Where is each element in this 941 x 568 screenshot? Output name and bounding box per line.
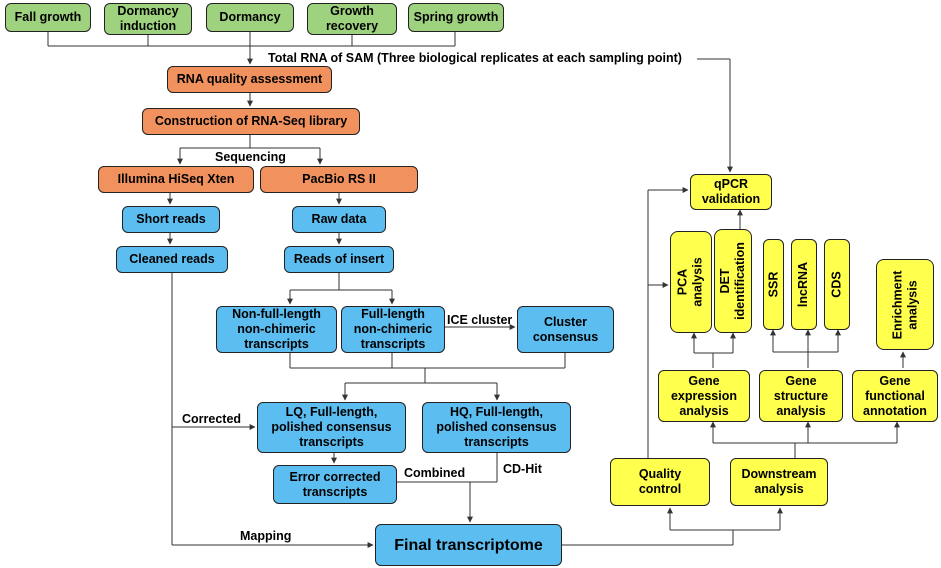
hq-transcripts[interactable]: HQ, Full-length, polished consensus tran…	[422, 402, 571, 453]
corrected-label: Corrected	[182, 412, 242, 426]
non-full-length-transcripts[interactable]: Non-full-length non-chimeric transcripts	[216, 306, 337, 353]
stage-spring-growth[interactable]: Spring growth	[408, 3, 504, 32]
rna-quality-assessment[interactable]: RNA quality assessment	[167, 66, 332, 93]
gene-expression-analysis[interactable]: Gene expression analysis	[658, 370, 750, 422]
quality-control[interactable]: Quality control	[610, 458, 710, 506]
stage-growth-recovery[interactable]: Growth recovery	[307, 3, 397, 35]
cluster-consensus[interactable]: Cluster consensus	[517, 306, 614, 353]
gene-structure-analysis[interactable]: Gene structure analysis	[759, 370, 843, 422]
cleaned-reads[interactable]: Cleaned reads	[116, 246, 228, 273]
cds-label: CDS	[829, 271, 844, 298]
stage-dormancy[interactable]: Dormancy	[206, 3, 294, 32]
pacbio-rs[interactable]: PacBio RS II	[260, 166, 418, 193]
ssr-label: SSR	[766, 271, 781, 298]
lncrna-label: lncRNA	[796, 261, 811, 308]
downstream-analysis[interactable]: Downstream analysis	[730, 458, 828, 506]
sequencing-label: Sequencing	[215, 150, 286, 164]
stage-fall-growth[interactable]: Fall growth	[5, 3, 91, 32]
reads-of-insert[interactable]: Reads of insert	[284, 246, 394, 273]
final-transcriptome[interactable]: Final transcriptome	[375, 524, 562, 566]
error-corrected-transcripts[interactable]: Error corrected transcripts	[273, 465, 397, 504]
stage-dormancy-induction[interactable]: Dormancy induction	[104, 3, 192, 35]
total-rna-label: Total RNA of SAM (Three biological repli…	[268, 51, 682, 65]
ice-cluster-label: ICE cluster	[447, 313, 513, 327]
pca-analysis[interactable]: PCA analysis	[670, 231, 712, 333]
lncrna[interactable]: lncRNA	[791, 239, 817, 330]
cds[interactable]: CDS	[824, 239, 850, 330]
ssr[interactable]: SSR	[763, 239, 784, 330]
short-reads[interactable]: Short reads	[122, 206, 220, 233]
combined-label: Combined	[404, 466, 466, 480]
mapping-label: Mapping	[240, 529, 292, 543]
det-identification[interactable]: DET identification	[714, 229, 752, 333]
cdhit-label: CD-Hit	[503, 462, 542, 476]
pca-analysis-label: PCA analysis	[676, 257, 705, 307]
rna-seq-library[interactable]: Construction of RNA-Seq library	[142, 108, 360, 135]
det-identification-label: DET identification	[718, 242, 747, 320]
enrichment-analysis[interactable]: Enrichment analysis	[876, 259, 934, 350]
qpcr-validation[interactable]: qPCR validation	[690, 174, 772, 210]
enrichment-analysis-label: Enrichment analysis	[890, 270, 920, 339]
lq-transcripts[interactable]: LQ, Full-length, polished consensus tran…	[257, 402, 406, 453]
raw-data[interactable]: Raw data	[292, 206, 386, 233]
gene-functional-annotation[interactable]: Gene functional annotation	[852, 370, 938, 422]
illumina-hiseq[interactable]: Illumina HiSeq Xten	[98, 166, 254, 193]
full-length-transcripts[interactable]: Full-length non-chimeric transcripts	[341, 306, 445, 353]
